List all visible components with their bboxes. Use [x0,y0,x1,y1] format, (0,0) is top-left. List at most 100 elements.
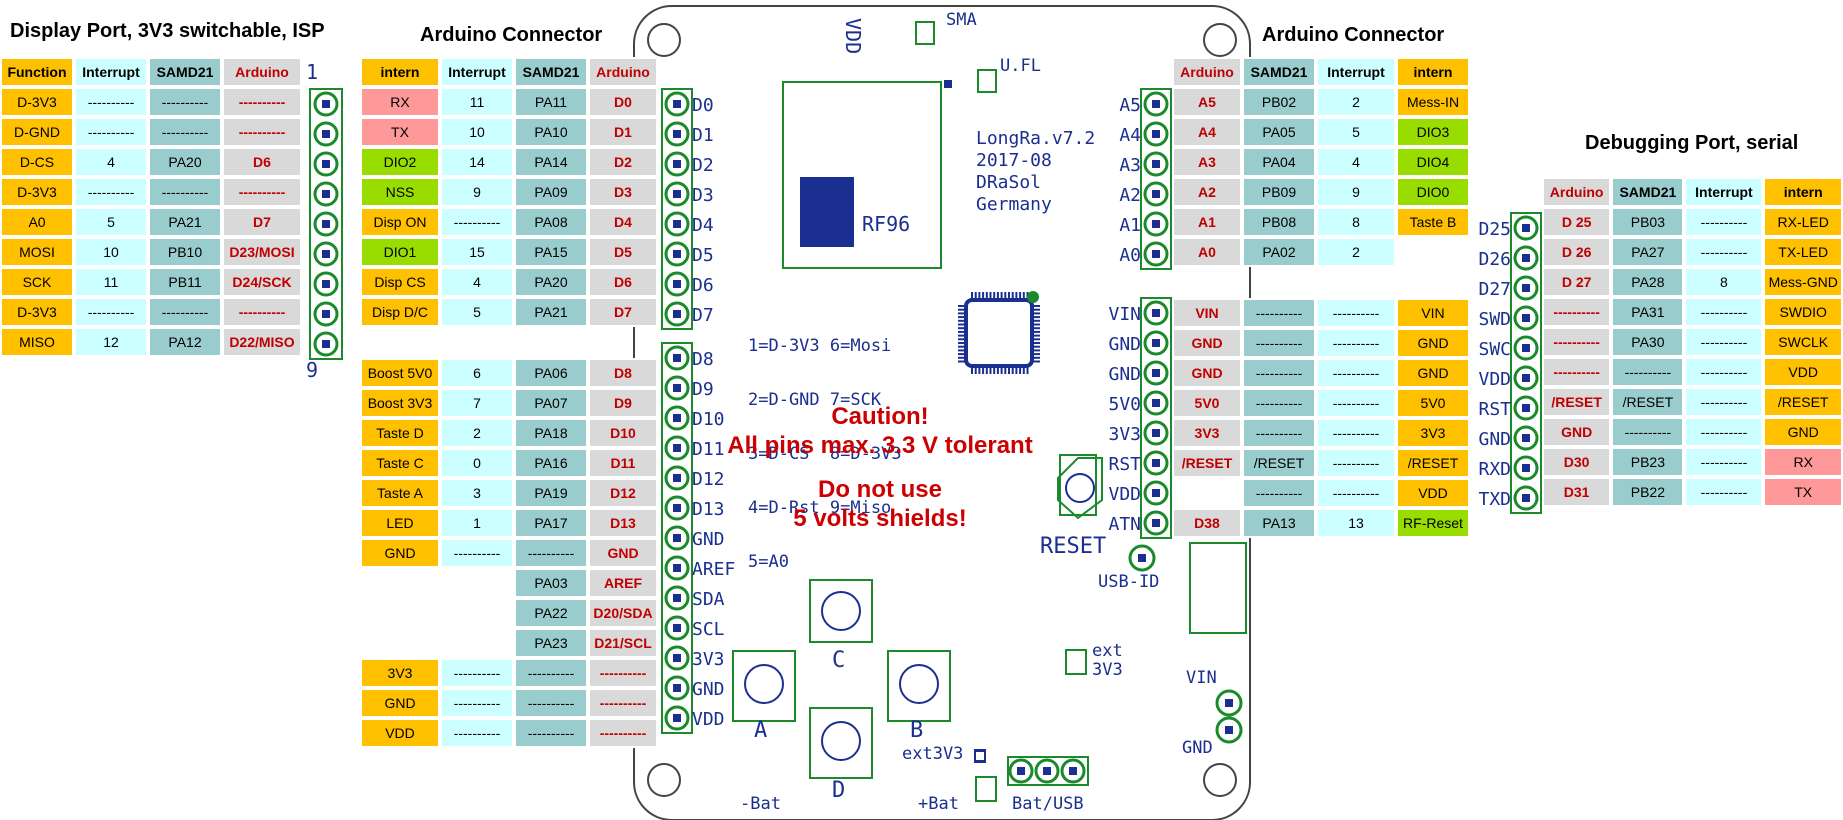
table-cell: Mess-GND [1763,267,1843,297]
table-cell: 4 [440,267,514,297]
table-cell: PB22 [1611,477,1685,507]
mcu-pin [1032,353,1040,356]
pin-header [661,88,693,330]
table-cell: TX-LED [1763,237,1843,267]
table-cell: ---------- [514,718,588,748]
pin-pad [1152,339,1160,347]
pin-label: D26 [1478,249,1511,270]
table-cell: PA27 [1611,237,1685,267]
pin-pad [1152,429,1160,437]
table-cell: D0 [588,87,658,117]
table-cell: 8 [1684,267,1764,297]
table-cell: D-3V3 [0,297,74,327]
table-cell: /RESET [1172,448,1242,478]
table-cell: PA21 [148,207,222,237]
table-cell: D7 [588,297,658,327]
pin-label: VDD [692,709,725,730]
mcu-pin [1032,316,1040,319]
pin-pad [322,220,330,228]
pin-label: D5 [692,245,714,266]
board-date: 2017-08 [976,150,1052,171]
table-cell: ---------- [1684,477,1764,507]
table-row: ----------PA31----------SWDIO [1542,297,1843,327]
mcu-pin [958,327,966,330]
column-header: Interrupt [1684,177,1764,207]
display-pin-last: 9 [306,358,319,382]
table-cell: GND [1396,328,1470,358]
mcu-pin [1011,366,1014,374]
table-cell: /RESET [1611,387,1685,417]
table-cell [440,568,514,598]
table-cell: Boost 5V0 [360,358,440,388]
mcu-pin [958,305,966,307]
mcu-pin [958,353,966,356]
reset-label: RESET [1040,534,1107,559]
caution-line: 5 volts shields! [793,505,967,532]
mcu-pin [1032,312,1040,315]
table-cell: A0 [1172,237,1242,267]
table-cell: ---------- [1242,328,1316,358]
mcu-pin [1015,292,1018,300]
table-cell: RF-Reset [1396,508,1470,538]
table-cell: D6 [588,267,658,297]
pin-pad [673,354,681,362]
table-cell: 3V3 [1396,418,1470,448]
pin-label: D7 [692,305,714,326]
pin-pad [673,534,681,542]
mcu-pin [985,292,988,300]
table-cell: Taste D [360,418,440,448]
mcu-pin [985,366,988,374]
mcu-pin [1032,305,1040,307]
table-cell: ---------- [74,117,148,147]
table-cell: PA05 [1242,117,1316,147]
pin-pad [1522,374,1530,382]
pin-pad [673,684,681,692]
table-cell: PA30 [1611,327,1685,357]
table-cell: A0 [0,207,74,237]
table-cell: PA02 [1242,237,1316,267]
mcu-pin [1032,334,1040,337]
pin-pad [1522,224,1530,232]
mcu-pin [958,323,966,326]
table-cell: D4 [588,207,658,237]
column-header: SAMD21 [148,57,222,87]
mcu-pin [978,292,981,300]
table-cell: D-3V3 [0,87,74,117]
table-cell: PA03 [514,568,588,598]
table-cell: PA31 [1611,297,1685,327]
table-cell: Boost 3V3 [360,388,440,418]
display-port-title: Display Port, 3V3 switchable, ISP [10,20,325,42]
pin-label: D8 [692,349,714,370]
table-row: D-3V3------------------------------ [0,87,302,117]
pin-label: TXD [1478,489,1511,510]
table-cell: D38 [1172,508,1242,538]
rf96-label: RF96 [862,212,911,236]
table-cell: PA15 [514,237,588,267]
pin-label: A0 [1119,245,1141,266]
column-header: Interrupt [440,57,514,87]
table-cell: PA20 [514,267,588,297]
table-cell: PB10 [148,237,222,267]
table-cell: 4 [74,147,148,177]
column-header: Arduino [222,57,302,87]
table-cell: D2 [588,147,658,177]
table-cell: D 27 [1542,267,1612,297]
pin-label: GND [1108,334,1141,355]
pin-label: D1 [692,125,714,146]
table-cell: MOSI [0,237,74,267]
mcu-pin [1032,360,1040,363]
pin-label: A4 [1119,125,1141,146]
pin-header [1140,297,1172,539]
table-row: --------------------VDD [1172,478,1470,508]
table-cell: 2 [1316,237,1396,267]
pin-label: AREF [692,559,735,580]
table-cell: PA17 [514,508,588,538]
table-cell: ---------- [1611,417,1685,447]
table-cell: VDD [360,718,440,748]
table-cell: ---------- [1684,417,1764,447]
pin-pad [322,100,330,108]
table-cell: 12 [74,327,148,357]
